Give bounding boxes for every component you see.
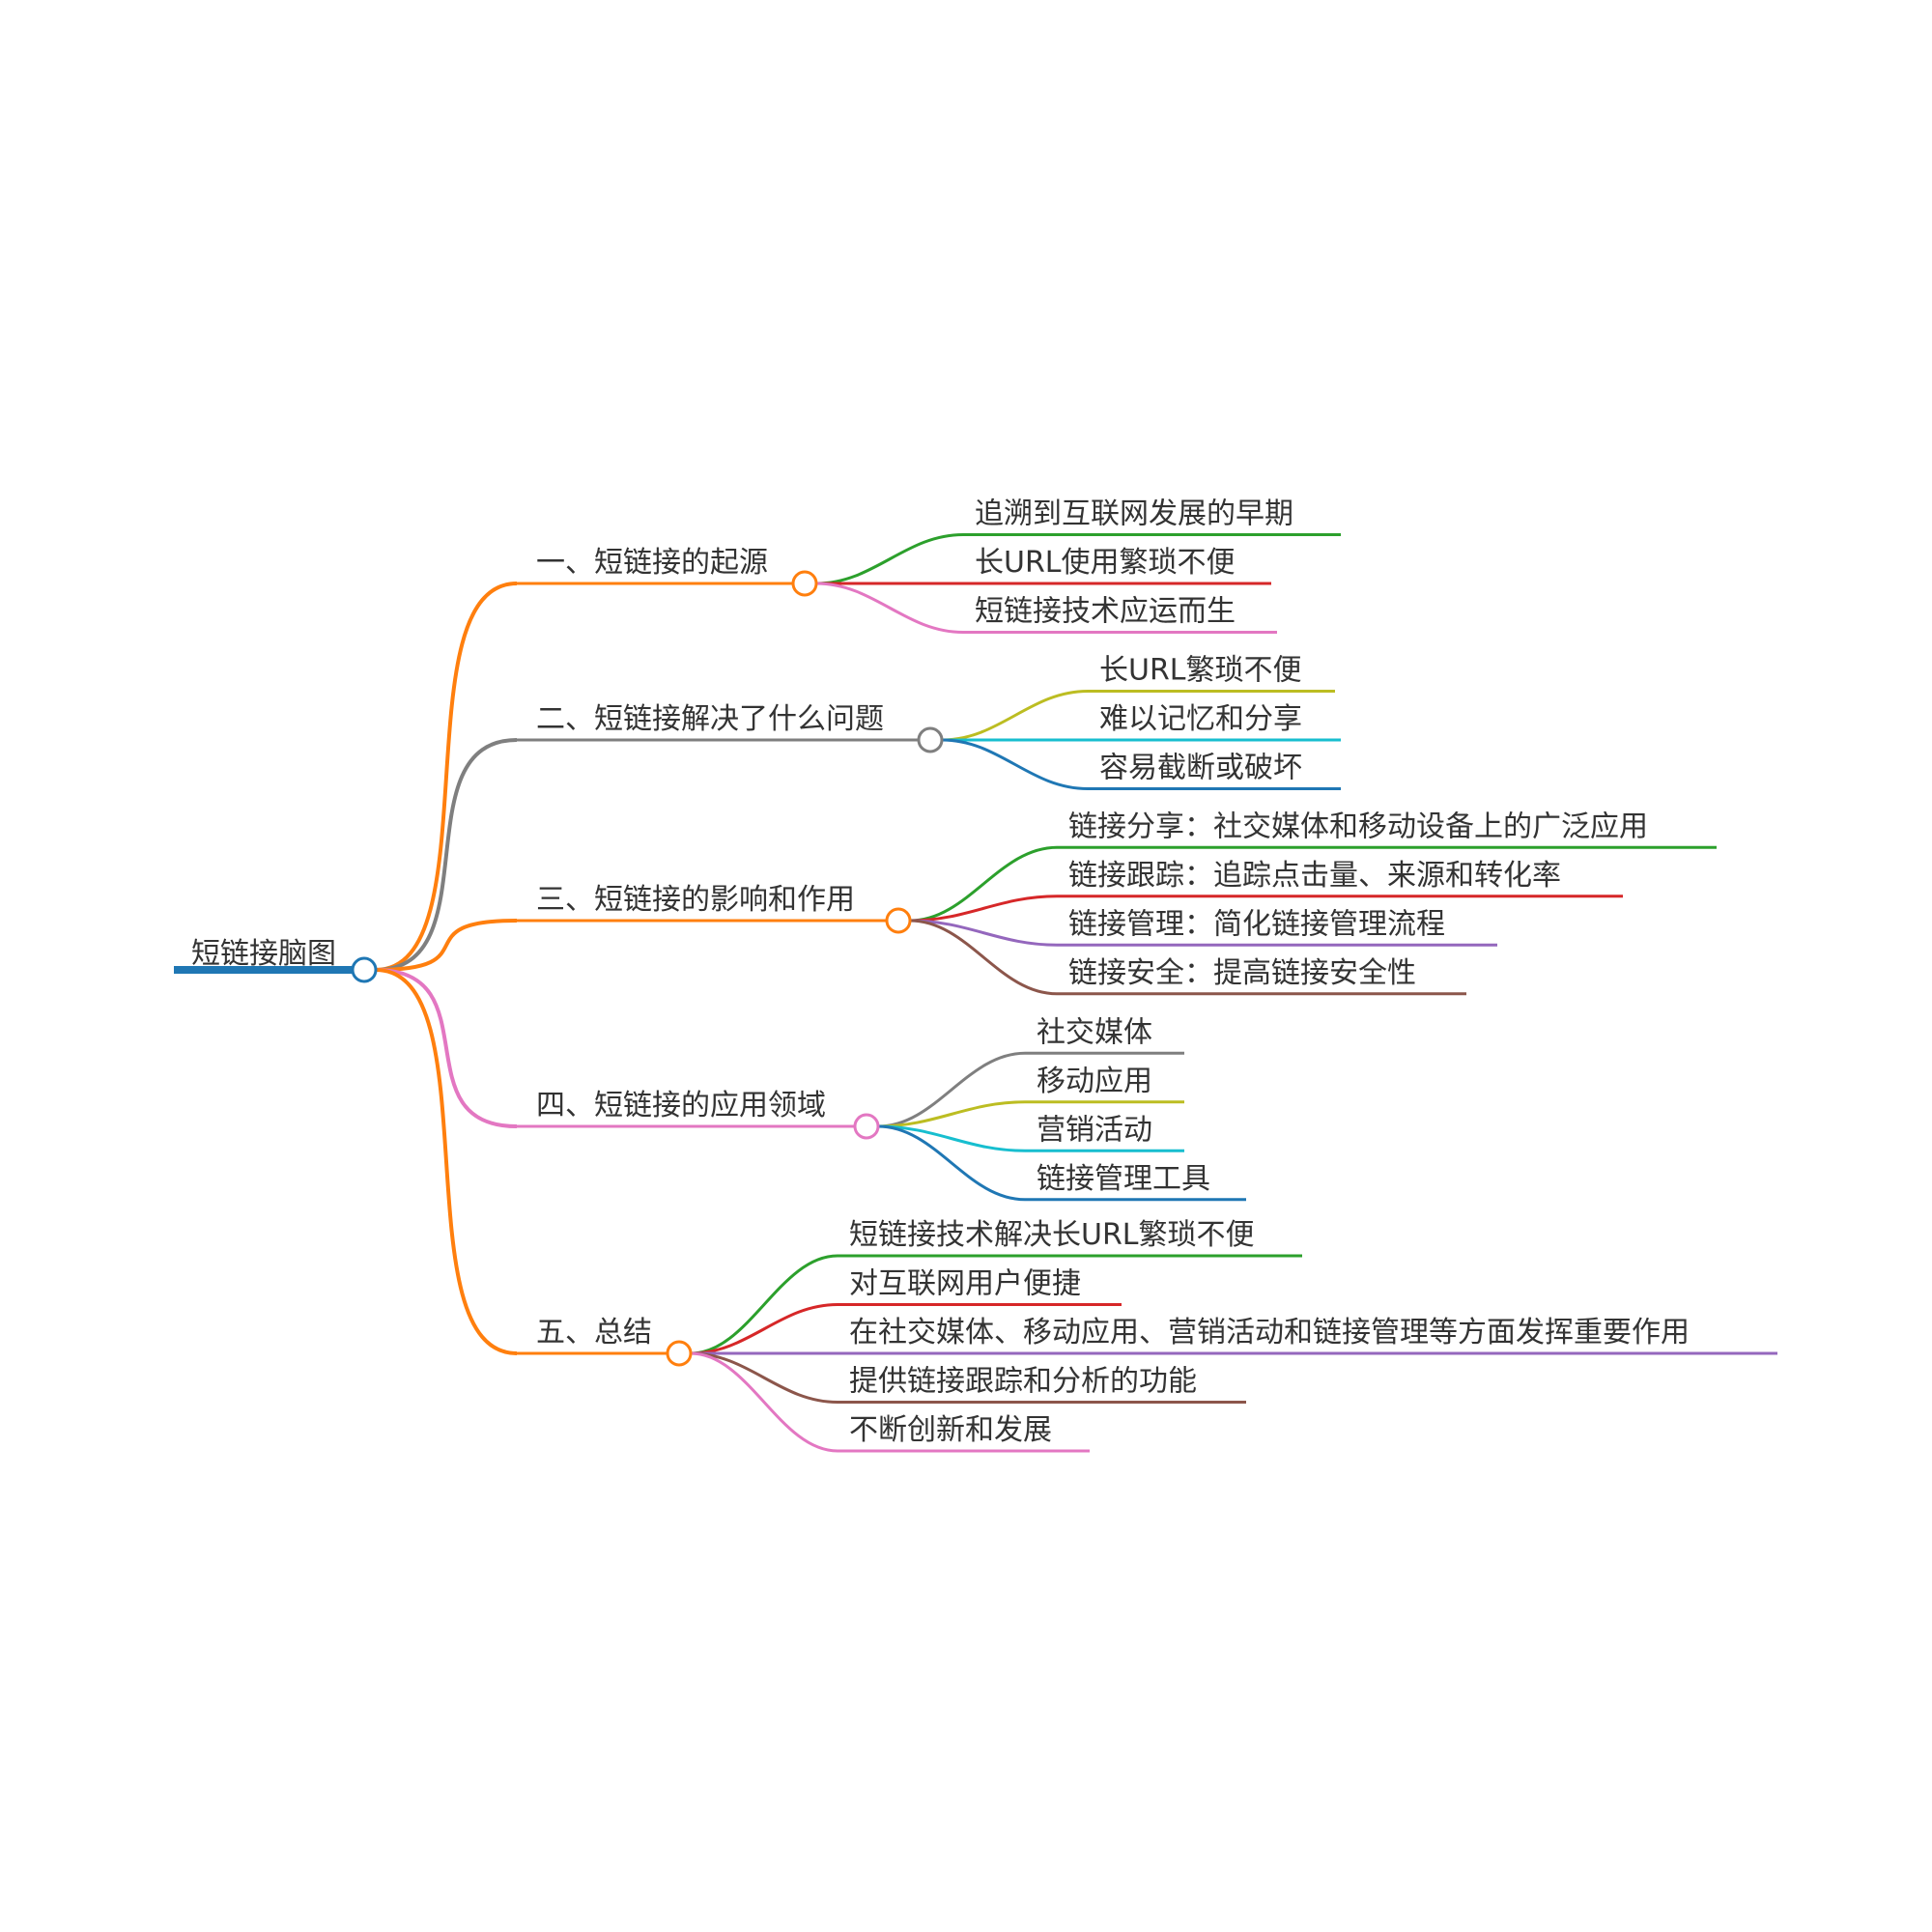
leaf-connector-1-1 <box>815 533 964 585</box>
leaf-connector-4-4 <box>877 1124 1026 1202</box>
leaf-connector-5-5 <box>690 1351 838 1453</box>
branch-toggle-node-5[interactable] <box>666 1340 693 1367</box>
leaf-label-5-2: 对互联网用户便捷 <box>849 1267 1081 1301</box>
leaf-label-4-1: 社交媒体 <box>1037 1015 1152 1049</box>
branch-toggle-node-4[interactable] <box>853 1113 880 1140</box>
leaf-label-1-3: 短链接技术应运而生 <box>975 595 1236 629</box>
root-toggle-node[interactable] <box>351 956 378 983</box>
leaf-label-2-1: 长URL繁琐不便 <box>1099 654 1302 688</box>
leaf-label-5-1: 短链接技术解决长URL繁琐不便 <box>849 1218 1255 1252</box>
branch-connector-1 <box>375 582 518 972</box>
leaf-connector-4-3 <box>877 1124 1026 1152</box>
leaf-label-5-3: 在社交媒体、移动应用、营销活动和链接管理等方面发挥重要作用 <box>849 1316 1690 1350</box>
branch-label-3: 三、短链接的影响和作用 <box>536 883 855 917</box>
leaf-connector-3-3 <box>909 919 1058 947</box>
leaf-connector-4-1 <box>877 1051 1026 1128</box>
branch-toggle-node-3[interactable] <box>885 907 912 934</box>
leaf-label-3-4: 链接安全：提高链接安全性 <box>1068 956 1416 990</box>
leaf-connector-5-2 <box>690 1303 838 1355</box>
leaf-connector-2-1 <box>941 690 1089 742</box>
leaf-label-5-5: 不断创新和发展 <box>849 1413 1052 1447</box>
branch-connector-3 <box>375 919 518 972</box>
branch-toggle-node-1[interactable] <box>791 570 818 597</box>
branch-label-5: 五、总结 <box>536 1316 652 1350</box>
root-topic-label: 短链接脑图 <box>191 937 336 971</box>
leaf-label-2-2: 难以记忆和分享 <box>1099 702 1302 736</box>
leaf-connector-3-2 <box>909 895 1058 923</box>
branch-label-2: 二、短链接解决了什么问题 <box>536 702 884 736</box>
links-layer <box>375 533 1089 1453</box>
leaf-connector-5-1 <box>690 1254 838 1355</box>
leaf-label-2-3: 容易截断或破坏 <box>1099 752 1302 785</box>
labels-layer: 短链接脑图 一、短链接的起源 追溯到互联网发展的早期长URL使用繁琐不便短链接技术应… <box>191 497 1690 1448</box>
leaf-connector-3-1 <box>909 845 1058 923</box>
leaf-label-3-1: 链接分享：社交媒体和移动设备上的广泛应用 <box>1068 810 1648 843</box>
leaf-connector-5-4 <box>690 1351 838 1404</box>
leaf-label-1-1: 追溯到互联网发展的早期 <box>975 497 1293 531</box>
leaf-label-3-3: 链接管理：简化链接管理流程 <box>1068 907 1445 941</box>
underline-layer <box>174 533 1777 1453</box>
leaf-label-5-4: 提供链接跟踪和分析的功能 <box>849 1365 1197 1399</box>
branch-connector-2 <box>375 738 518 972</box>
leaf-label-4-2: 移动应用 <box>1037 1065 1152 1098</box>
branch-toggle-node-2[interactable] <box>917 726 944 753</box>
leaf-connector-4-2 <box>877 1100 1026 1128</box>
leaf-connector-3-4 <box>909 919 1058 996</box>
leaf-label-1-2: 长URL使用繁琐不便 <box>975 546 1236 580</box>
leaf-label-4-4: 链接管理工具 <box>1037 1162 1210 1196</box>
branch-label-4: 四、短链接的应用领域 <box>536 1089 826 1122</box>
branch-connector-5 <box>375 968 518 1355</box>
leaf-connector-2-3 <box>941 738 1089 790</box>
branch-label-1: 一、短链接的起源 <box>536 546 768 580</box>
leaf-label-4-3: 营销活动 <box>1037 1113 1152 1147</box>
branch-connector-4 <box>375 968 518 1128</box>
nodes-layer <box>351 570 944 1367</box>
leaf-label-3-2: 链接跟踪：追踪点击量、来源和转化率 <box>1068 859 1561 893</box>
leaf-connector-1-3 <box>815 582 964 634</box>
